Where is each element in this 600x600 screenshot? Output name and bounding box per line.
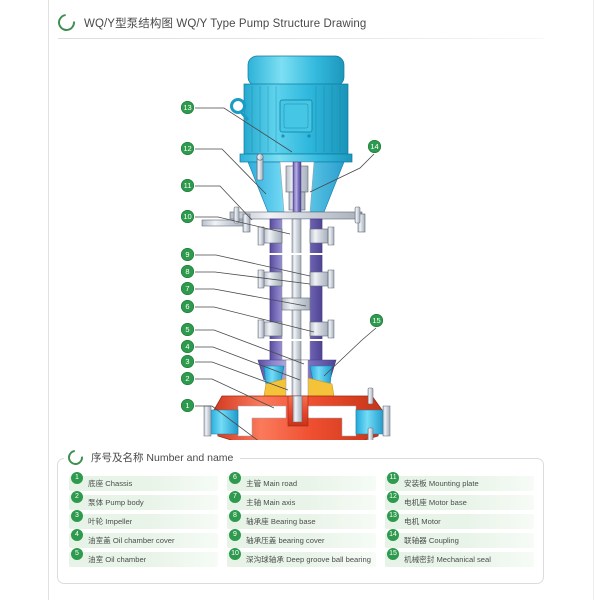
legend-item[interactable]: 9 轴承压盖 bearing cover bbox=[227, 529, 376, 548]
callout-8[interactable]: 8 bbox=[181, 265, 194, 278]
legend-item[interactable]: 4 油室盖 Oil chamber cover bbox=[69, 529, 218, 548]
pump-cutaway-svg bbox=[201, 55, 391, 483]
callout-13[interactable]: 13 bbox=[181, 101, 194, 114]
legend-item[interactable]: 3 叶轮 Impeller bbox=[69, 510, 218, 529]
legend-badge: 13 bbox=[387, 510, 399, 522]
callout-9[interactable]: 9 bbox=[181, 248, 194, 261]
page-header: WQ/Y型泵结构图 WQ/Y Type Pump Structure Drawi… bbox=[54, 10, 367, 35]
legend-item[interactable]: 12 电机座 Motor base bbox=[385, 491, 534, 510]
header-underline bbox=[58, 38, 544, 39]
callout-6[interactable]: 6 bbox=[181, 300, 194, 313]
legend-badge: 4 bbox=[71, 529, 83, 541]
legend-label: 底座 Chassis bbox=[88, 479, 133, 488]
legend-column-2: 6 主管 Main road 7 主轴 Main axis 8 轴承座 Bear… bbox=[227, 472, 376, 567]
callout-5[interactable]: 5 bbox=[181, 323, 194, 336]
legend-label: 主轴 Main axis bbox=[246, 498, 296, 507]
legend-item[interactable]: 8 轴承座 Bearing base bbox=[227, 510, 376, 529]
legend-badge: 3 bbox=[71, 510, 83, 522]
legend-panel: 序号及名称 Number and name 1 底座 Chassis 2 泵体 … bbox=[57, 446, 544, 584]
callout-1[interactable]: 1 bbox=[181, 399, 194, 412]
callout-14[interactable]: 14 bbox=[368, 140, 381, 153]
legend-label: 泵体 Pump body bbox=[88, 498, 144, 507]
legend-label: 叶轮 Impeller bbox=[88, 517, 133, 526]
legend-label: 油室 Oil chamber bbox=[88, 555, 147, 564]
legend-item[interactable]: 11 安装板 Mounting plate bbox=[385, 472, 534, 491]
callout-7[interactable]: 7 bbox=[181, 282, 194, 295]
legend-label: 油室盖 Oil chamber cover bbox=[88, 536, 175, 545]
legend-label: 轴承压盖 bearing cover bbox=[246, 536, 325, 545]
callout-10[interactable]: 10 bbox=[181, 210, 194, 223]
legend-item[interactable]: 1 底座 Chassis bbox=[69, 472, 218, 491]
callout-4[interactable]: 4 bbox=[181, 340, 194, 353]
legend-label: 机械密封 Mechanical seal bbox=[404, 555, 491, 564]
legend-badge: 8 bbox=[229, 510, 241, 522]
pump-diagram: 13 12 11 10 9 8 7 6 5 4 3 2 1 14 15 bbox=[52, 44, 546, 483]
page-title: WQ/Y型泵结构图 WQ/Y Type Pump Structure Drawi… bbox=[84, 17, 367, 30]
legend-badge: 11 bbox=[387, 472, 399, 484]
legend-item[interactable]: 7 主轴 Main axis bbox=[227, 491, 376, 510]
legend-header: 序号及名称 Number and name bbox=[64, 446, 241, 469]
legend-badge: 2 bbox=[71, 491, 83, 503]
legend-item[interactable]: 13 电机 Motor bbox=[385, 510, 534, 529]
left-divider bbox=[48, 0, 49, 600]
legend-item[interactable]: 14 联轴器 Coupling bbox=[385, 529, 534, 548]
legend-label: 电机 Motor bbox=[404, 517, 441, 526]
legend-badge: 14 bbox=[387, 529, 399, 541]
legend-item[interactable]: 10 深沟球轴承 Deep groove ball bearing bbox=[227, 548, 376, 567]
legend-column-3: 11 安装板 Mounting plate 12 电机座 Motor base … bbox=[385, 472, 534, 567]
legend-label: 深沟球轴承 Deep groove ball bearing bbox=[246, 555, 371, 564]
callout-11[interactable]: 11 bbox=[181, 179, 194, 192]
legend-label: 轴承座 Bearing base bbox=[246, 517, 316, 526]
legend-badge: 7 bbox=[229, 491, 241, 503]
legend-badge: 5 bbox=[71, 548, 83, 560]
legend-label: 电机座 Motor base bbox=[404, 498, 467, 507]
right-divider bbox=[593, 0, 594, 600]
legend-badge: 10 bbox=[229, 548, 241, 560]
legend-badge: 12 bbox=[387, 491, 399, 503]
callout-12[interactable]: 12 bbox=[181, 142, 194, 155]
legend-item[interactable]: 2 泵体 Pump body bbox=[69, 491, 218, 510]
callout-2[interactable]: 2 bbox=[181, 372, 194, 385]
c-arc-icon bbox=[54, 10, 79, 35]
callout-3[interactable]: 3 bbox=[181, 355, 194, 368]
legend-badge: 15 bbox=[387, 548, 399, 560]
legend-label: 联轴器 Coupling bbox=[404, 536, 459, 545]
legend-badge: 9 bbox=[229, 529, 241, 541]
legend-label: 主管 Main road bbox=[246, 479, 298, 488]
legend-badge: 1 bbox=[71, 472, 83, 484]
legend-title: 序号及名称 Number and name bbox=[91, 452, 234, 464]
legend-columns: 1 底座 Chassis 2 泵体 Pump body 3 叶轮 Impelle… bbox=[69, 472, 534, 567]
legend-item[interactable]: 15 机械密封 Mechanical seal bbox=[385, 548, 534, 567]
legend-label: 安装板 Mounting plate bbox=[404, 479, 479, 488]
legend-badge: 6 bbox=[229, 472, 241, 484]
legend-item[interactable]: 6 主管 Main road bbox=[227, 472, 376, 491]
callout-15[interactable]: 15 bbox=[370, 314, 383, 327]
legend-item[interactable]: 5 油室 Oil chamber bbox=[69, 548, 218, 567]
c-arc-icon bbox=[64, 446, 87, 469]
legend-column-1: 1 底座 Chassis 2 泵体 Pump body 3 叶轮 Impelle… bbox=[69, 472, 218, 567]
